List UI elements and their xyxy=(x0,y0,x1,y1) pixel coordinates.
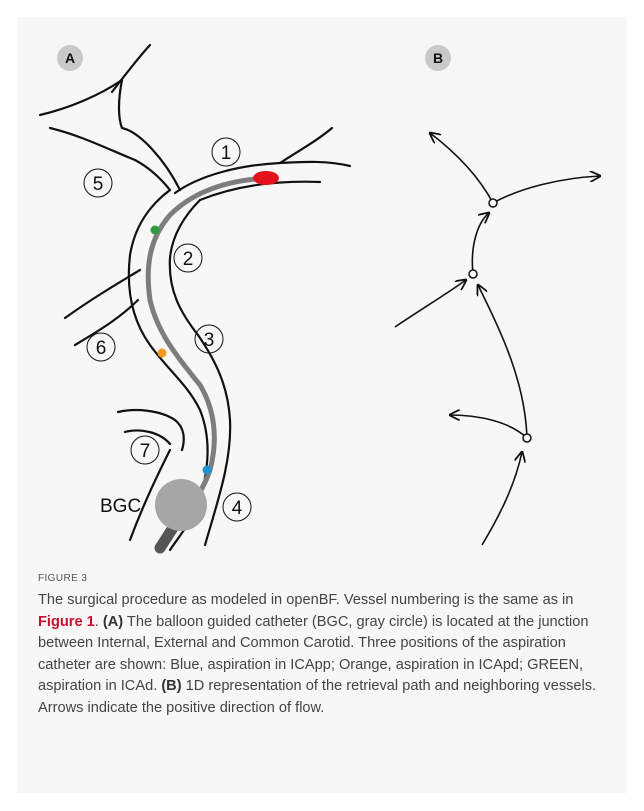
caption-a-tag: (A) xyxy=(103,614,123,630)
vessel-number-4: 4 xyxy=(232,498,243,519)
vessel-number-4-group: 4 xyxy=(223,493,251,521)
network-node-lower xyxy=(523,434,531,442)
vessel-number-5: 5 xyxy=(93,174,104,195)
network-node-upper xyxy=(489,199,497,207)
edge-branch-right xyxy=(493,176,600,203)
vessel-number-7-group: 7 xyxy=(131,436,159,464)
vessel-number-6-group: 6 xyxy=(87,333,115,361)
vessel-number-1: 1 xyxy=(221,143,232,164)
figure-caption: The surgical procedure as modeled in ope… xyxy=(38,590,610,720)
vessel-walls xyxy=(40,45,350,550)
vessel-wall-branch6-a xyxy=(65,270,140,318)
edge-branch-left-lower xyxy=(450,415,527,438)
green-position-marker xyxy=(151,226,160,235)
vessel-wall-top-upper xyxy=(119,80,122,128)
edge-branch-up-left xyxy=(430,133,493,203)
vessel-number-6: 6 xyxy=(96,338,107,359)
vessel-wall-top-left-b xyxy=(112,45,150,92)
caption-intro: The surgical procedure as modeled in ope… xyxy=(38,592,573,608)
figure-1-link[interactable]: Figure 1 xyxy=(38,614,95,630)
blue-position-marker xyxy=(203,466,212,475)
orange-position-marker xyxy=(158,349,167,358)
vessel-number-3: 3 xyxy=(204,330,215,351)
figure-illustration: 1 2 3 4 5 6 7 BGC xyxy=(0,0,644,570)
vessel-wall-top-left-c xyxy=(50,128,170,190)
vessel-wall-branch7-a xyxy=(118,410,184,450)
edge-branch-left-middle xyxy=(395,280,466,327)
vessel-number-2-group: 2 xyxy=(174,244,202,272)
figure-label: FIGURE 3 xyxy=(38,573,87,584)
network-1d xyxy=(395,133,600,545)
vessel-wall-mca-right xyxy=(280,162,350,166)
bgc-label: BGC xyxy=(100,496,141,517)
caption-b-tag: (B) xyxy=(161,678,181,694)
edge-main-upper xyxy=(472,213,489,274)
vessel-wall-mca-up-a xyxy=(280,128,332,163)
vessel-number-2: 2 xyxy=(183,249,194,270)
vessel-number-7: 7 xyxy=(140,441,151,462)
vessel-wall-branch6-b xyxy=(75,300,138,345)
caption-after-ref: . xyxy=(95,614,103,630)
vessel-number-5-group: 5 xyxy=(84,169,112,197)
clot-marker xyxy=(253,171,279,185)
network-node-middle xyxy=(469,270,477,278)
edge-main-middle xyxy=(478,285,527,438)
vessel-number-1-group: 1 xyxy=(212,138,240,166)
balloon-guided-catheter xyxy=(155,479,207,531)
vessel-wall-top-left-a xyxy=(40,80,122,115)
edge-main-lower xyxy=(482,452,522,545)
vessel-number-3-group: 3 xyxy=(195,325,223,353)
